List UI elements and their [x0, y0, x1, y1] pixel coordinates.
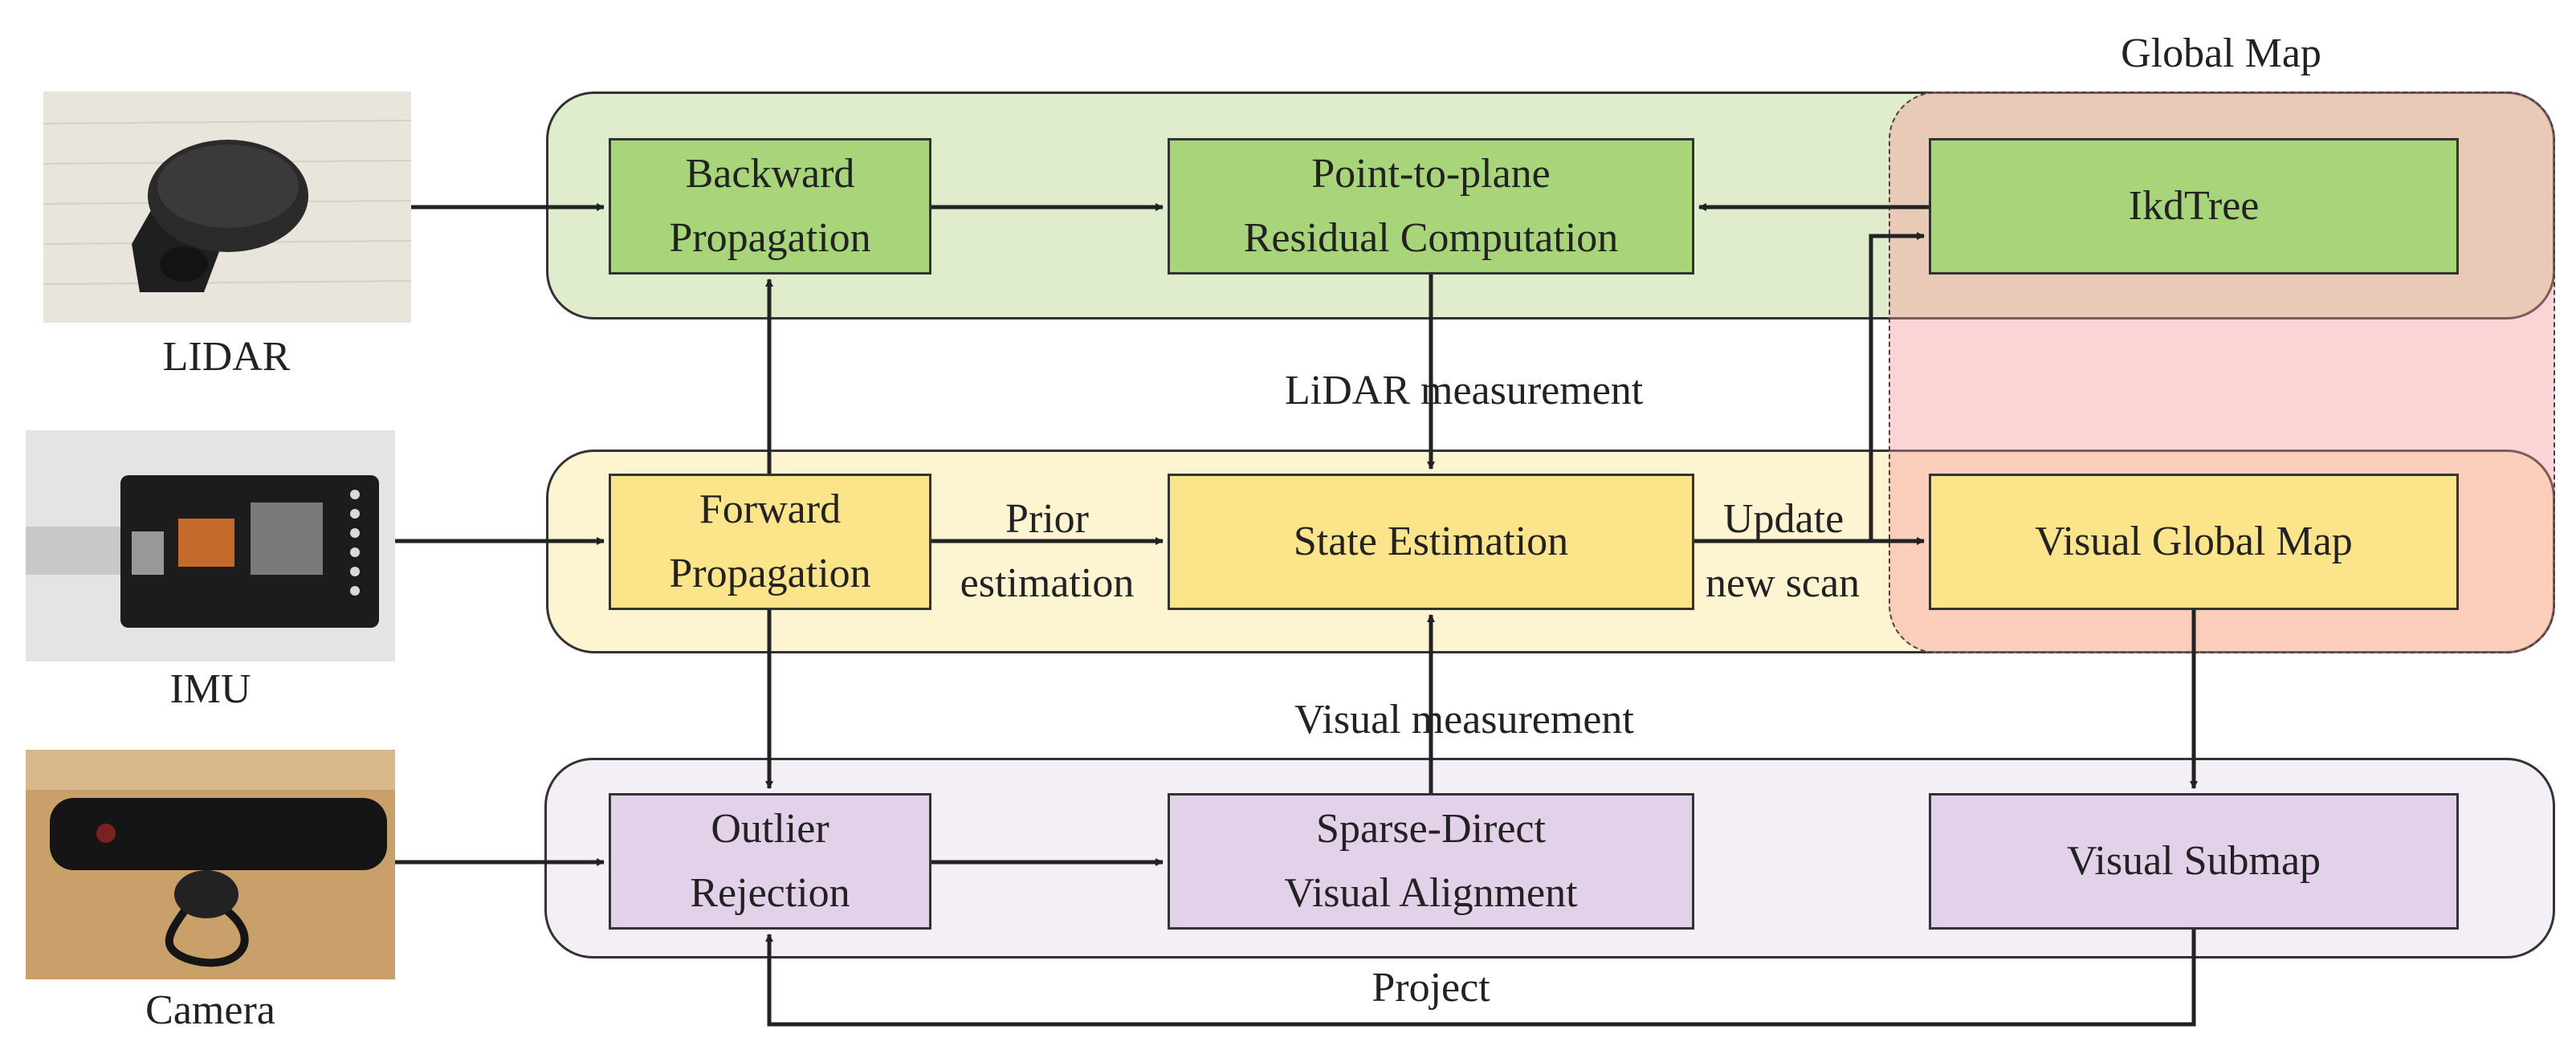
- imu-board-photo: [26, 430, 395, 661]
- new-scan-label: new scan: [1706, 560, 1861, 606]
- arrow-state-to-ikdtree: [1869, 232, 1925, 541]
- lidar-measurement-label: LiDAR measurement: [1285, 368, 1644, 413]
- camera-label: Camera: [145, 987, 275, 1033]
- lidar-label: LIDAR: [162, 334, 291, 380]
- state-estimation-box: State Estimation: [1168, 474, 1694, 610]
- backward-propagation-box: Backward Propagation: [609, 138, 931, 275]
- arrow-project-loop: [765, 930, 2196, 1027]
- estimation-label: estimation: [960, 560, 1135, 606]
- camera-device-photo: [26, 750, 395, 979]
- forward-propagation-box: Forward Propagation: [609, 474, 931, 610]
- point-to-plane-box: Point-to-plane Residual Computation: [1168, 138, 1694, 275]
- prior-label: Prior: [1005, 496, 1089, 542]
- visual-measurement-label: Visual measurement: [1294, 697, 1634, 743]
- lidar-device-photo: [43, 92, 411, 323]
- update-label: Update: [1723, 496, 1844, 542]
- ikdtree-box: IkdTree: [1929, 138, 2459, 275]
- outlier-rejection-box: Outlier Rejection: [609, 793, 931, 930]
- sparse-direct-box: Sparse-Direct Visual Alignment: [1168, 793, 1694, 930]
- project-label: Project: [1372, 965, 1490, 1011]
- visual-global-map-box: Visual Global Map: [1929, 474, 2459, 610]
- visual-submap-box: Visual Submap: [1929, 793, 2459, 930]
- global-map-label: Global Map: [2121, 31, 2321, 76]
- imu-label: IMU: [169, 666, 251, 712]
